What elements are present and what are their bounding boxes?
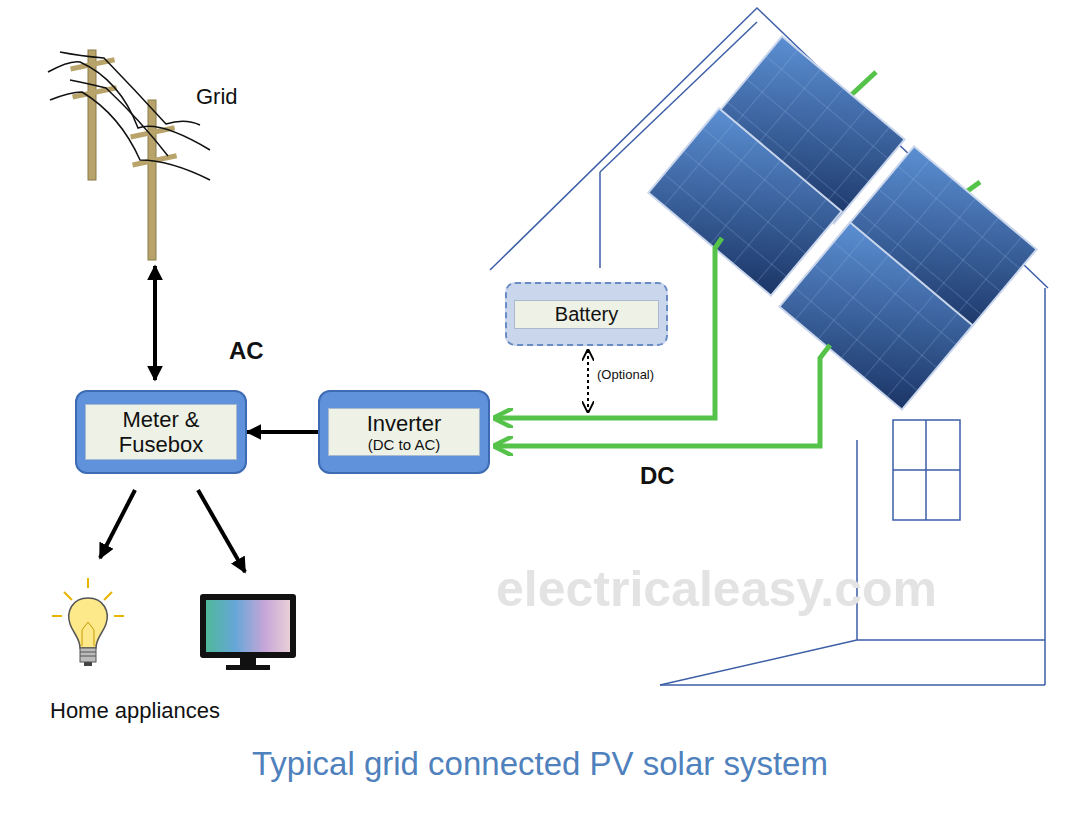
dc-wire — [495, 238, 830, 446]
solar-panels — [648, 36, 1036, 409]
light-bulb — [52, 578, 124, 666]
inner-panel: Meter & Fusebox — [85, 404, 237, 461]
meter-box: Meter & Fusebox — [75, 390, 247, 474]
node-title: Battery — [555, 303, 618, 326]
caption: Typical grid connected PV solar system — [0, 745, 1080, 783]
watermark: electricaleasy.com — [496, 560, 937, 618]
battery-box: Battery — [505, 282, 668, 346]
monitor — [200, 594, 296, 670]
appliance-arrow — [100, 490, 245, 572]
inverter-box: Inverter(DC to AC) — [318, 390, 490, 474]
battery-link — [587, 350, 589, 412]
node-title: Meter & Fusebox — [101, 407, 221, 458]
inner-panel: Battery — [514, 300, 659, 329]
flow-arrow — [247, 430, 318, 434]
optional-label: (Optional) — [597, 367, 654, 382]
dc-label: DC — [640, 462, 675, 490]
inner-panel: Inverter(DC to AC) — [328, 408, 480, 457]
node-subtitle: (DC to AC) — [368, 436, 441, 453]
appliances-label: Home appliances — [50, 698, 220, 724]
grid-label: Grid — [196, 84, 238, 110]
grid-arrow — [153, 266, 157, 380]
node-title: Inverter — [367, 411, 442, 436]
grid-poles — [48, 50, 210, 260]
ac-label: AC — [229, 337, 264, 365]
house-outline — [490, 8, 1048, 685]
